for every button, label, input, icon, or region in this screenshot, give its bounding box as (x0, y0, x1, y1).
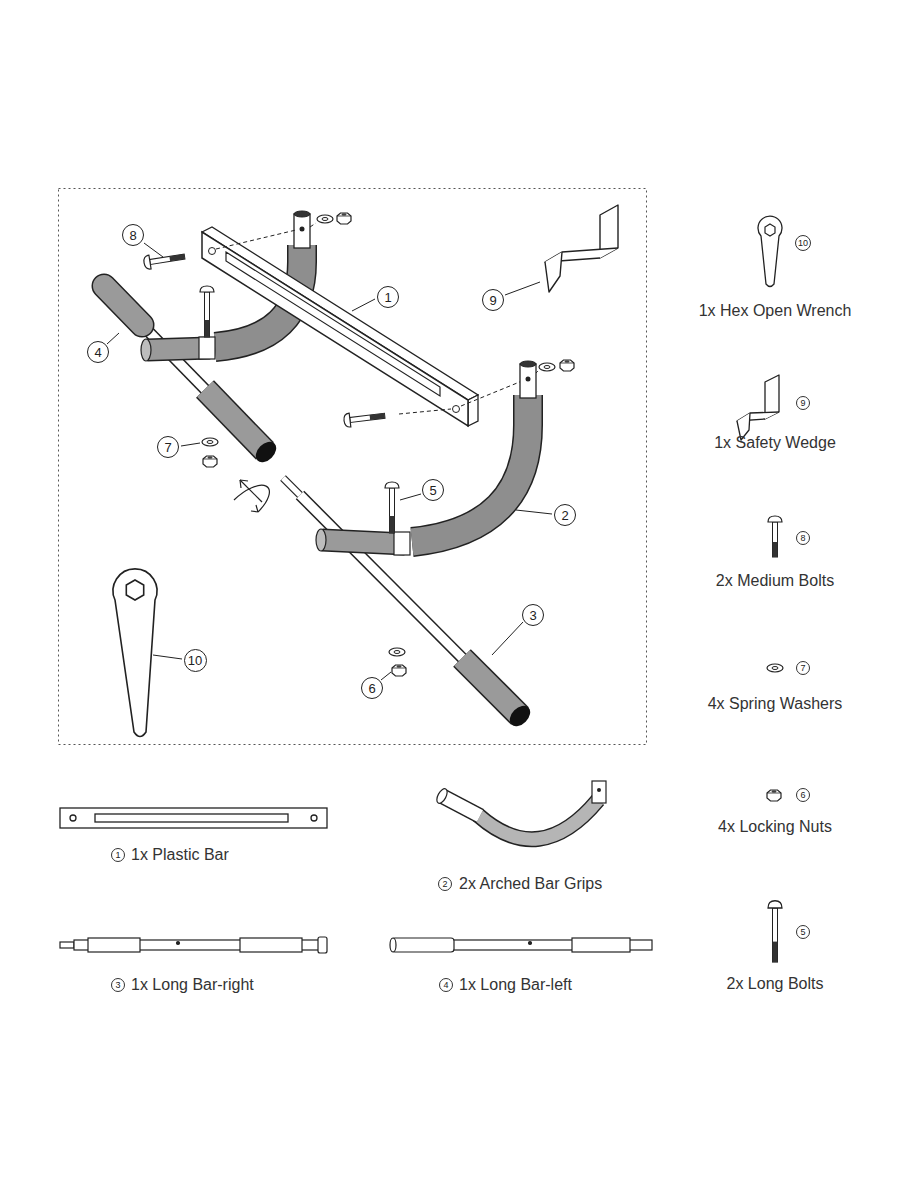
callout-text: 2 (561, 509, 568, 522)
locking-nut (392, 665, 406, 676)
hex-wrench-icon (758, 216, 782, 286)
callout-number: 7 (157, 436, 179, 458)
long-bolt (385, 482, 399, 533)
callout-number: 2 (554, 504, 576, 526)
safety-wedge (545, 205, 618, 292)
callout-number: 7 (796, 661, 810, 675)
callout-text: 10 (188, 654, 202, 667)
arched-grip (412, 361, 536, 542)
callout-text: 8 (129, 229, 136, 242)
callout-number: 8 (122, 224, 144, 246)
callout-text: 3 (529, 609, 536, 622)
spring-washer (539, 363, 555, 371)
callout-number: 6 (796, 788, 810, 802)
callout-number: 4 (87, 341, 109, 363)
part-label: 1x Long Bar-right (131, 975, 254, 994)
callout-number: 9 (482, 289, 504, 311)
spring-washer (389, 648, 405, 656)
part-label: 1x Safety Wedge (714, 433, 836, 452)
locking-nut-icon (767, 790, 781, 801)
callout-text: 1 (115, 851, 120, 860)
plastic-bar-icon (60, 808, 327, 828)
callout-number: 5 (796, 925, 810, 939)
callout-text: 2 (442, 880, 447, 889)
plastic-bar (202, 227, 478, 426)
leader-lines (107, 243, 552, 680)
arched-grip-icon (435, 781, 606, 839)
locking-nut (203, 456, 217, 467)
callout-number: 1 (111, 848, 125, 862)
callout-text: 5 (429, 484, 436, 497)
callout-text: 4 (443, 981, 448, 990)
callout-text: 4 (94, 346, 101, 359)
hex-wrench (113, 569, 157, 737)
spring-washer (202, 438, 218, 446)
callout-number: 3 (111, 978, 125, 992)
callout-number: 3 (522, 604, 544, 626)
medium-bolt-icon (768, 516, 782, 557)
callout-number: 10 (184, 649, 207, 672)
callout-number: 9 (796, 396, 810, 410)
part-label: 1x Hex Open Wrench (699, 301, 852, 320)
long-bar-right (283, 478, 534, 730)
callout-text: 5 (800, 928, 805, 937)
long-bolt-icon (768, 901, 782, 962)
part-label: 1x Plastic Bar (131, 845, 229, 864)
assembly-lines (216, 223, 538, 414)
part-label: 4x Spring Washers (708, 694, 843, 713)
part-label: 2x Arched Bar Grips (459, 874, 602, 893)
part-label: 2x Medium Bolts (716, 571, 834, 590)
t-junction (316, 529, 410, 555)
callout-number: 5 (422, 479, 444, 501)
callout-text: 7 (164, 441, 171, 454)
callout-number: 10 (795, 235, 811, 251)
part-label: 1x Long Bar-left (459, 975, 572, 994)
locking-nut (337, 213, 351, 224)
callout-text: 3 (115, 981, 120, 990)
callout-number: 2 (438, 877, 452, 891)
medium-bolt (143, 250, 186, 270)
callout-number: 8 (796, 531, 810, 545)
part-label: 4x Locking Nuts (718, 817, 832, 836)
callout-text: 8 (800, 534, 805, 543)
callout-text: 7 (800, 664, 805, 673)
rotation-arrow (234, 480, 269, 512)
long-bar-right-icon (60, 937, 327, 953)
callout-number: 1 (377, 286, 399, 308)
medium-bolt (343, 409, 385, 428)
callout-text: 10 (798, 239, 808, 248)
long-bar-left-icon (390, 938, 652, 952)
part-label: 2x Long Bolts (727, 974, 824, 993)
t-junction (141, 337, 215, 361)
locking-nut (560, 360, 574, 371)
callout-text: 9 (489, 294, 496, 307)
long-bar-left (104, 286, 280, 466)
callout-text: 9 (800, 399, 805, 408)
frame (59, 189, 647, 745)
callout-text: 6 (800, 791, 805, 800)
spring-washer (317, 215, 333, 223)
callout-number: 4 (439, 978, 453, 992)
long-bolt (200, 286, 214, 337)
safety-wedge-icon (737, 375, 779, 440)
callout-number: 6 (361, 677, 383, 699)
spring-washer-icon (767, 664, 783, 672)
callout-text: 6 (368, 682, 375, 695)
callout-text: 1 (384, 291, 391, 304)
